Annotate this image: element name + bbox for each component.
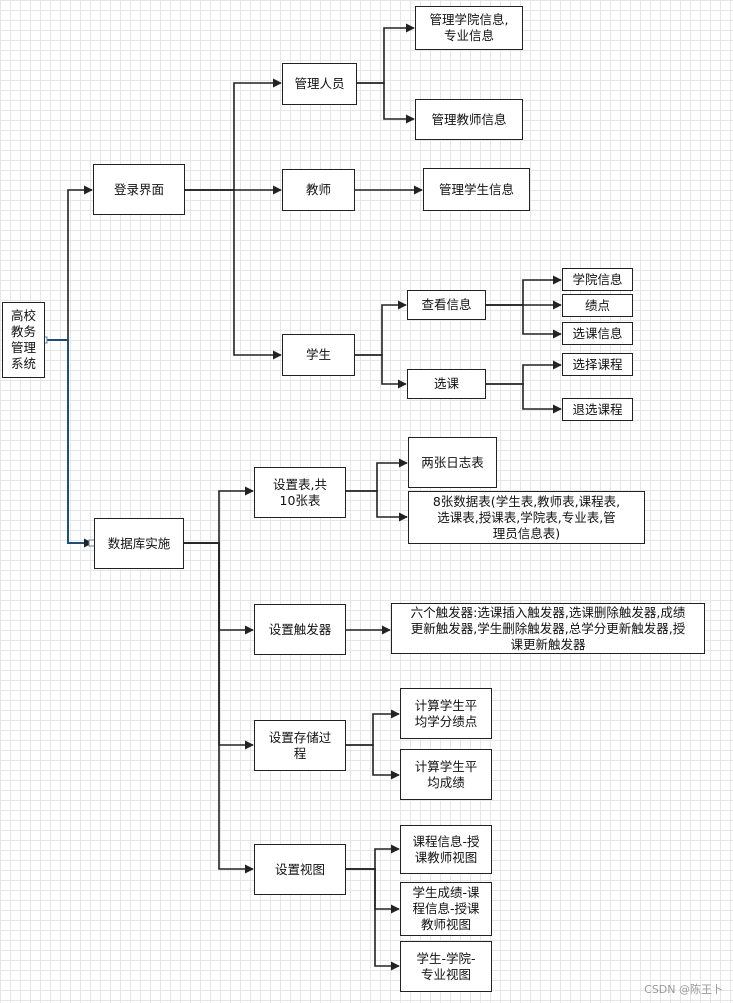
node-admin-teacher: 管理教师信息 — [415, 99, 523, 140]
node-login-label: 登录界面 — [113, 181, 164, 197]
node-views-label: 设置视图 — [274, 861, 325, 877]
node-gpa-label: 绩点 — [584, 297, 610, 313]
node-view-score-course-teacher-label: 学生成绩-课 程信息-授课 教师视图 — [412, 885, 480, 932]
edge-view-selinfo — [486, 304, 562, 339]
node-views: 设置视图 — [254, 844, 346, 895]
node-log-tables-label: 两张日志表 — [421, 454, 484, 470]
node-proc-score: 计算学生平 均成绩 — [400, 749, 492, 800]
edge-root-login — [44, 185, 93, 341]
node-triggers: 设置触发器 — [254, 604, 346, 655]
node-college-info-label: 学院信息 — [572, 271, 623, 287]
node-course-sel-info-label: 选课信息 — [572, 325, 623, 341]
node-db: 数据库实施 — [94, 518, 184, 569]
node-root: 高校 教务 管理 系统 — [2, 302, 45, 378]
node-root-label: 高校 教务 管理 系统 — [10, 308, 36, 371]
node-teacher-label: 教师 — [305, 182, 331, 197]
node-view-student-college-major: 学生-学院- 专业视图 — [400, 941, 492, 992]
edge-view-college — [486, 275, 562, 306]
node-admin-teacher-label: 管理教师信息 — [431, 111, 507, 127]
edge-select-drop — [486, 383, 562, 414]
node-admin: 管理人员 — [282, 63, 357, 105]
edge-root-db — [44, 339, 93, 548]
node-data-tables: 8张数据表(学生表,教师表,课程表, 选课表,授课表,学院表,专业表,管 理员信… — [408, 491, 645, 544]
edge-proc-gpa — [346, 709, 400, 746]
node-log-tables: 两张日志表 — [408, 437, 497, 488]
node-procedures: 设置存储过 程 — [254, 720, 346, 771]
node-student-label: 学生 — [305, 347, 331, 362]
node-drop-course: 退选课程 — [562, 398, 633, 421]
node-proc-gpa-label: 计算学生平 均学分绩点 — [414, 697, 478, 729]
node-admin-college-label: 管理学院信息, 专业信息 — [429, 12, 509, 43]
edge-admin-college — [357, 23, 415, 84]
node-data-tables-label: 8张数据表(学生表,教师表,课程表, 选课表,授课表,学院表,专业表,管 理员信… — [432, 493, 621, 541]
node-teacher: 教师 — [282, 169, 355, 211]
watermark: CSDN @陈王卜 — [644, 983, 723, 996]
node-select-course-label: 选课 — [433, 376, 459, 391]
node-trigger-list-label: 六个触发器:选课插入触发器,选课删除触发器,成绩 更新触发器,学生删除触发器,总… — [410, 604, 686, 652]
edge-db-views — [184, 542, 254, 874]
edge-select-choose — [486, 360, 562, 385]
node-teacher-student-label: 管理学生信息 — [438, 181, 514, 197]
edge-login-admin — [185, 78, 282, 191]
node-admin-college: 管理学院信息, 专业信息 — [415, 6, 523, 50]
node-db-label: 数据库实施 — [107, 535, 171, 551]
node-college-info: 学院信息 — [562, 268, 633, 291]
node-view-info: 查看信息 — [407, 290, 486, 320]
node-choose-course: 选择课程 — [562, 353, 633, 376]
node-view-info-label: 查看信息 — [421, 297, 472, 312]
node-admin-label: 管理人员 — [294, 76, 345, 91]
node-proc-score-label: 计算学生平 均成绩 — [414, 758, 478, 790]
node-choose-course-label: 选择课程 — [572, 356, 623, 372]
edge-views-3 — [346, 868, 400, 971]
edge-login-student — [185, 189, 282, 360]
node-login: 登录界面 — [93, 164, 185, 215]
edge-admin-teacher — [357, 82, 415, 124]
node-trigger-list: 六个触发器:选课插入触发器,选课删除触发器,成绩 更新触发器,学生删除触发器,总… — [391, 603, 705, 654]
node-triggers-label: 设置触发器 — [268, 621, 332, 637]
node-course-sel-info: 选课信息 — [562, 322, 633, 345]
node-view-student-college-major-label: 学生-学院- 专业视图 — [416, 950, 476, 982]
edge-student-select — [355, 354, 407, 389]
edge-tables-log — [346, 458, 408, 492]
node-tables-label: 设置表,共 10张表 — [273, 476, 327, 508]
edge-db-tables — [184, 486, 254, 544]
edge-tables-data — [346, 490, 408, 522]
edge-views-2 — [346, 868, 400, 914]
node-tables: 设置表,共 10张表 — [254, 467, 346, 518]
node-procedures-label: 设置存储过 程 — [268, 729, 332, 761]
node-view-course-teacher: 课程信息-授 课教师视图 — [400, 825, 492, 874]
node-student: 学生 — [282, 334, 355, 376]
edge-student-view — [355, 300, 407, 356]
node-view-course-teacher-label: 课程信息-授 课教师视图 — [412, 833, 480, 865]
node-view-score-course-teacher: 学生成绩-课 程信息-授课 教师视图 — [400, 882, 492, 936]
node-teacher-student: 管理学生信息 — [423, 168, 530, 211]
edge-views-1 — [346, 844, 400, 870]
edge-proc-score — [346, 744, 400, 780]
node-gpa: 绩点 — [562, 294, 633, 317]
node-proc-gpa: 计算学生平 均学分绩点 — [400, 688, 492, 739]
node-drop-course-label: 退选课程 — [572, 401, 623, 417]
node-select-course: 选课 — [407, 369, 486, 399]
